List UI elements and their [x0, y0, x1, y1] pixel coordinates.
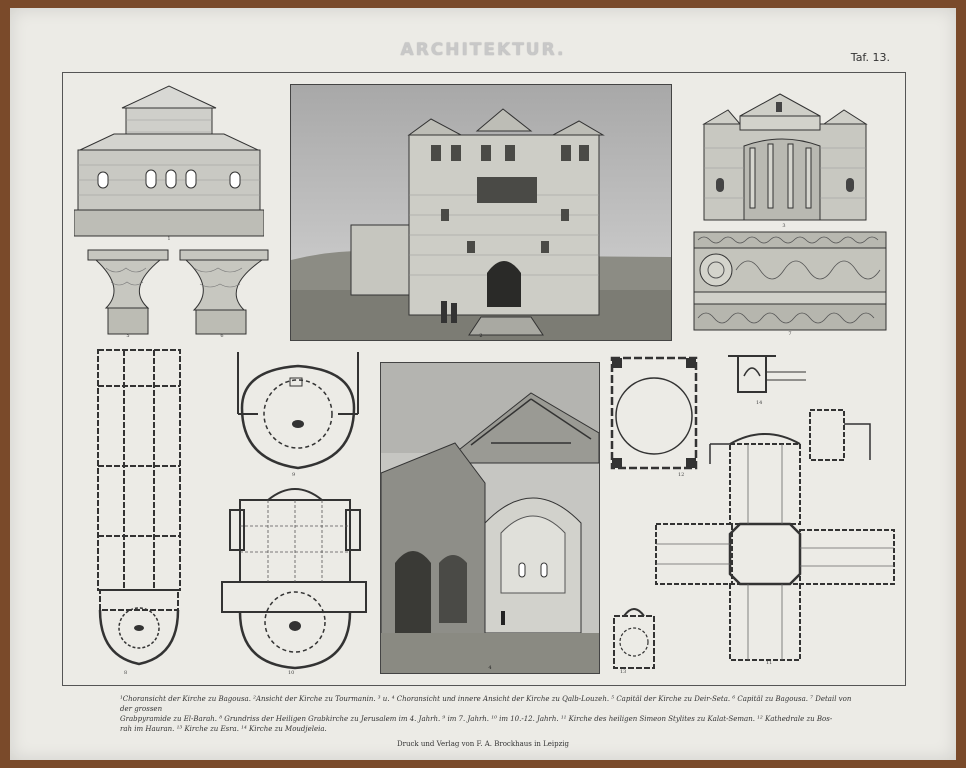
figure-6-number: 6 [220, 333, 223, 338]
figure-14-number: 14 [756, 400, 762, 406]
figure-9-number: 9 [292, 472, 295, 478]
figure-9-plan: 9 [232, 348, 362, 478]
figure-5-6-capitals: 5 6 [86, 248, 270, 338]
plate-sheet: ARCHITEKTUR. Taf. 13. 1 [10, 8, 956, 760]
figure-2-church-view: 2 [290, 84, 672, 341]
figure-11-number: 11 [766, 660, 772, 666]
plate-caption: ¹Choransicht der Kirche zu Bagousa. ²Ans… [120, 694, 860, 734]
figure-4-interior-view: 4 [380, 362, 600, 674]
plate-frame [62, 72, 906, 686]
figure-4-number: 4 [488, 665, 491, 671]
figure-7-number: 7 [788, 331, 791, 336]
figure-1-choir-elevation: 1 [74, 80, 264, 240]
figure-13-number: 13 [620, 669, 626, 674]
figure-13-plan: 13 [610, 602, 660, 674]
publisher-imprint: Druck und Verlag von F. A. Brockhaus in … [397, 740, 569, 748]
plate-title: ARCHITEKTUR. [400, 40, 566, 60]
caption-line-2: Grabpyramide zu El-Barah. ⁸ Grundriss de… [120, 715, 833, 723]
figure-12-plan: 12 [608, 354, 700, 478]
figure-8-number: 8 [124, 670, 127, 676]
figure-14-plan: 14 [726, 352, 812, 408]
caption-line-1: ¹Choransicht der Kirche zu Bagousa. ²Ans… [120, 695, 852, 713]
figure-10-number: 10 [288, 670, 294, 676]
figure-2-number: 2 [479, 333, 482, 339]
figure-1-number: 1 [167, 236, 170, 240]
figure-8-plan: 8 [90, 346, 200, 676]
plate-number: Taf. 13. [850, 51, 890, 64]
caption-line-3: rah im Hauran. ¹³ Kirche zu Esra. ¹⁴ Kir… [120, 725, 327, 733]
figure-3-number: 3 [782, 223, 785, 228]
figure-11-plan: 11 [650, 404, 902, 666]
figure-5-number: 5 [126, 333, 129, 338]
figure-3-choir-view: 3 [700, 88, 880, 228]
figure-10-plan: 10 [210, 480, 380, 676]
figure-7-frieze-detail: 7 [692, 230, 888, 336]
figure-12-number: 12 [678, 472, 684, 478]
